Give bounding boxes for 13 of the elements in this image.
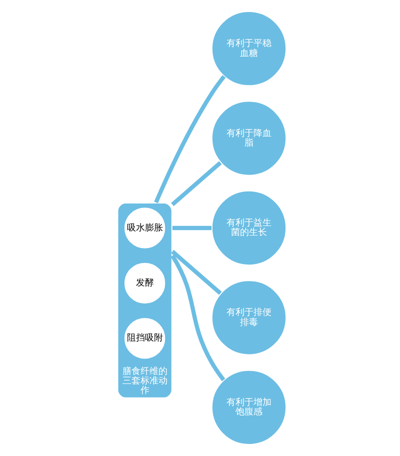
connector [154, 75, 226, 204]
node-circle: 有利于益生菌的生长 [211, 190, 287, 266]
node-circle: 阻挡吸附 [124, 318, 166, 359]
node-circle: 有利于增加饱腹感 [211, 369, 287, 446]
node-circle: 有利于排便排毒 [211, 280, 287, 356]
connector [172, 226, 212, 230]
connector [171, 161, 222, 206]
connector [170, 254, 226, 382]
node-circle: 有利于平稳血糖 [211, 10, 287, 87]
node-circle: 有利于降血脂 [211, 100, 287, 176]
node-circle: 吸水膨胀 [124, 208, 166, 248]
node-circle: 发酵 [124, 262, 166, 304]
connector [171, 250, 222, 295]
